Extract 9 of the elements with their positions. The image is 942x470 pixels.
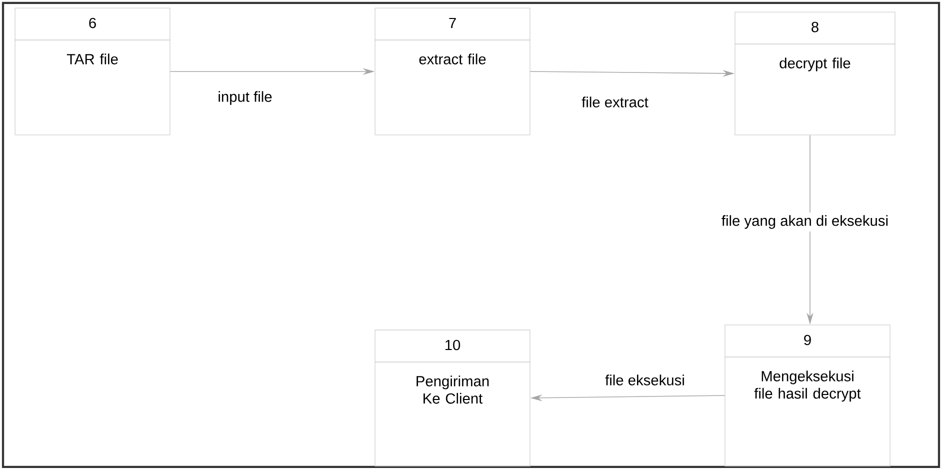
process-box: 6 TAR file: [14, 8, 170, 136]
edge-label: file extract: [578, 94, 652, 110]
edge-label: file yang akan di eksekusi: [718, 212, 892, 232]
edge-label: input file: [215, 88, 275, 108]
process-box: 8 decrypt file: [734, 12, 896, 136]
process-box: 10 Pengiriman Ke Client: [374, 330, 530, 466]
edge-label: file eksekusi: [602, 372, 688, 388]
process-box: 7 extract file: [374, 8, 530, 136]
process-box: 9 Mengeksekusi file hasil decrypt: [724, 324, 890, 466]
